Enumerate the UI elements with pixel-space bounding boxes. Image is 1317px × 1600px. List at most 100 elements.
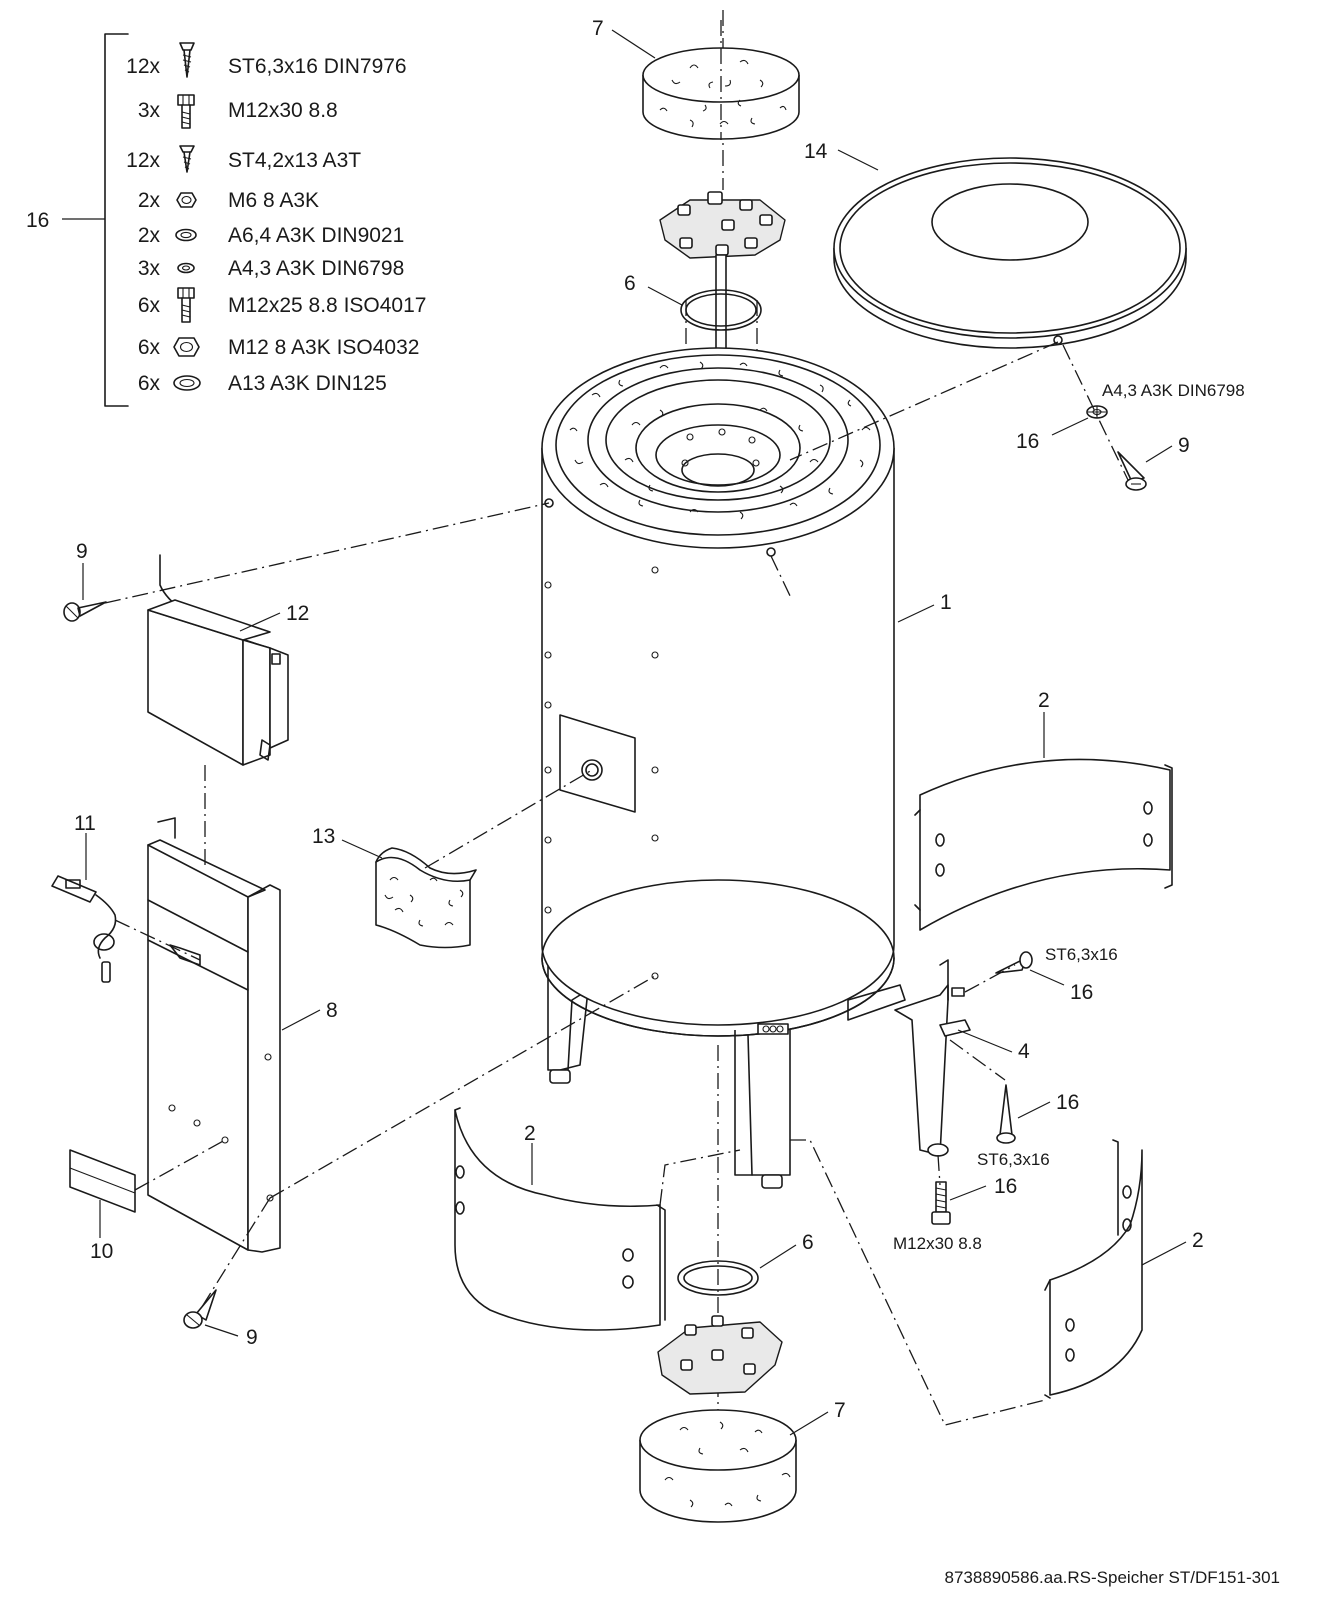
leader-1 xyxy=(897,604,935,623)
leader-7-top xyxy=(611,29,656,59)
leader-16-screw-top xyxy=(1029,969,1065,986)
leader-9-right xyxy=(1145,445,1173,463)
parts-qty: 6x xyxy=(138,294,161,317)
parts-qty: 6x xyxy=(138,372,161,395)
label-bolt-spec: M12x30 8.8 xyxy=(893,1234,982,1253)
washer-icon xyxy=(173,375,201,391)
callout-16-washer: 16 xyxy=(1016,430,1039,453)
callout-9-left: 9 xyxy=(76,540,88,563)
lid-cover xyxy=(833,157,1187,349)
label-washer-spec: A4,3 A3K DIN6798 xyxy=(1102,381,1245,400)
leader-4 xyxy=(957,1029,1013,1053)
parts-qty: 3x xyxy=(138,99,161,122)
axis-lid-to-tank xyxy=(789,341,1059,461)
callout-16-screw-top: 16 xyxy=(1070,981,1093,1004)
callout-11: 11 xyxy=(74,812,96,835)
insulation-block xyxy=(375,847,477,949)
parts-qty: 12x xyxy=(126,149,160,172)
callout-2-bottom: 2 xyxy=(524,1122,536,1145)
axis-sensor xyxy=(114,919,201,961)
callout-9-right: 9 xyxy=(1178,434,1190,457)
callout-10: 10 xyxy=(90,1240,113,1263)
drawing-id: 8738890586.aa.RS-Speicher ST/DF151-301 xyxy=(945,1568,1281,1587)
axis-bracket-top-screw xyxy=(964,964,1016,993)
screw-icon xyxy=(179,42,195,78)
callout-2-lower-right: 2 xyxy=(1192,1229,1204,1252)
insulation-plug-bottom xyxy=(639,1409,797,1523)
callout-6-bottom: 6 xyxy=(802,1231,814,1254)
parts-qty: 12x xyxy=(126,55,160,78)
leader-13 xyxy=(341,839,383,859)
callout-16-group: 16 xyxy=(26,209,49,232)
axis-lid-screw xyxy=(1062,344,1129,481)
nut-icon xyxy=(176,192,197,208)
leader-2-lower-right xyxy=(1141,1241,1187,1266)
parts-list-bracket xyxy=(104,33,129,407)
axis-bracket-screw xyxy=(949,1039,1006,1081)
leader-7-bottom xyxy=(789,1411,829,1436)
parts-spec: M12x25 8.8 ISO4017 xyxy=(228,294,426,317)
callout-7-bottom: 7 xyxy=(834,1399,846,1422)
axis-tank-top-hole xyxy=(770,555,793,601)
leader-8 xyxy=(281,1009,321,1031)
leader-16-screw-mid xyxy=(1017,1101,1051,1119)
storage-tank xyxy=(541,347,906,1189)
parts-list: 16 12x ST6,3x16 DIN7976 3x M12x30 8.8 12… xyxy=(26,33,426,407)
callout-9-bottom: 9 xyxy=(246,1326,258,1349)
callout-16-bolt: 16 xyxy=(994,1175,1017,1198)
callout-7-top: 7 xyxy=(592,17,604,40)
washer-icon xyxy=(177,262,195,274)
callout-16-screw-mid: 16 xyxy=(1056,1091,1079,1114)
insulation-plug-top xyxy=(642,20,800,140)
label-screw-top-spec: ST6,3x16 xyxy=(1045,945,1118,964)
bolt-icon xyxy=(177,287,195,323)
gasket-ring-bottom xyxy=(677,1260,759,1296)
screw-bracket-mid xyxy=(996,1084,1016,1144)
axis-bottom-screw xyxy=(199,1197,271,1311)
temperature-sensor xyxy=(51,875,117,983)
flange-plate-bottom xyxy=(657,1315,783,1395)
axis-label xyxy=(134,1139,226,1191)
parts-spec: ST4,2x13 A3T xyxy=(228,149,361,172)
nut-icon xyxy=(173,337,200,357)
parts-spec: A4,3 A3K DIN6798 xyxy=(228,257,404,280)
parts-spec: A6,4 A3K DIN9021 xyxy=(228,224,404,247)
parts-spec: ST6,3x16 DIN7976 xyxy=(228,55,407,78)
screw-bracket-top xyxy=(995,951,1033,974)
type-label xyxy=(69,1149,136,1213)
leader-6-top xyxy=(647,286,683,306)
leader-16-bolt xyxy=(949,1185,987,1201)
leader-9-bottom xyxy=(204,1324,239,1337)
axis-bolt xyxy=(937,1154,941,1186)
parts-spec: M12x30 8.8 xyxy=(228,99,338,122)
callout-1: 1 xyxy=(940,591,952,614)
screw-left-bottom xyxy=(183,1289,217,1329)
control-box xyxy=(147,554,289,766)
axis-left-screw xyxy=(104,502,550,604)
screw-icon xyxy=(179,145,195,173)
parts-spec: M6 8 A3K xyxy=(228,189,319,212)
gasket-ring-top xyxy=(680,289,762,331)
leader-6-bottom xyxy=(759,1244,797,1269)
axis-shell-loop xyxy=(659,1139,1046,1426)
jacket-shell-lower-right xyxy=(1044,1139,1143,1399)
parts-qty: 2x xyxy=(138,224,161,247)
callout-13: 13 xyxy=(312,825,335,848)
parts-qty: 3x xyxy=(138,257,161,280)
bolt-icon xyxy=(177,94,195,129)
leader-16-washer xyxy=(1051,417,1089,436)
jacket-shell-right xyxy=(914,758,1173,931)
callout-4: 4 xyxy=(1018,1040,1030,1063)
callout-14: 14 xyxy=(804,140,828,163)
parts-qty: 2x xyxy=(138,189,161,212)
front-panel xyxy=(147,817,281,1253)
parts-spec: M12 8 A3K ISO4032 xyxy=(228,336,419,359)
mounting-bracket xyxy=(894,959,971,1157)
callout-2-right: 2 xyxy=(1038,689,1050,712)
leader-14 xyxy=(837,149,879,171)
bolt-bracket xyxy=(931,1181,951,1225)
jacket-shell-bottom xyxy=(454,1107,666,1331)
axis-block-to-tank xyxy=(424,769,593,869)
parts-spec: A13 A3K DIN125 xyxy=(228,372,387,395)
